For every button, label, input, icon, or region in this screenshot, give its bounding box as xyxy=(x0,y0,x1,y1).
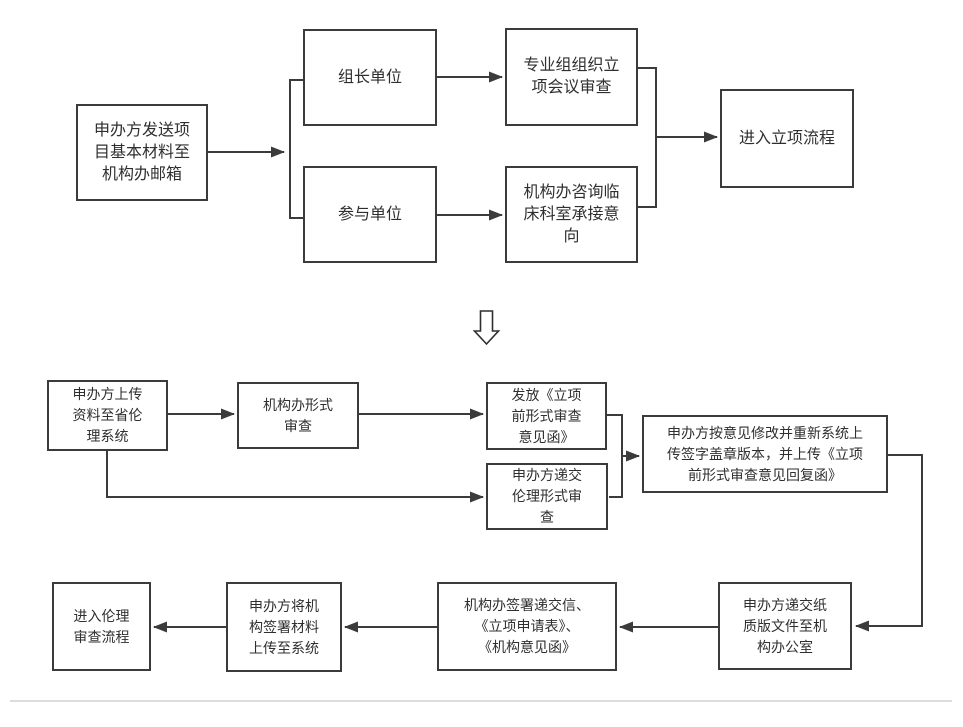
node-sponsor-submit-ethics-formal-review: 申办方递交 伦理形式审 查 xyxy=(486,463,608,530)
branch-split-line xyxy=(289,79,303,219)
node-issue-pre-initiation-review-letter: 发放《立项 前形式审查 意见函》 xyxy=(486,382,607,450)
node-sponsor-submit-paper-documents: 申办方递交纸 质版文件至机 构办公室 xyxy=(718,582,852,670)
label-line: 申办方上传 xyxy=(72,386,143,402)
arrow-upload-to-ethics-formal xyxy=(106,451,484,503)
label-line: 申办方发送项 xyxy=(93,121,190,139)
label-line: 进入伦理 xyxy=(73,607,130,624)
label-line: 查 xyxy=(540,509,554,525)
label-line: 伦理形式审 xyxy=(512,488,582,504)
label-line: 资料至省伦 xyxy=(72,407,143,423)
label-line: 参与单位 xyxy=(337,205,402,223)
node-lead-unit: 组长单位 xyxy=(303,29,437,126)
label-line: 申办方将机 xyxy=(249,597,319,614)
label-line: 《机构意见函》 xyxy=(478,639,576,655)
label-line: 构签署材料 xyxy=(249,618,319,635)
node-sponsor-send-materials: 申办方发送项 目基本材料至 机构办邮箱 xyxy=(76,104,208,201)
merge-bracket-line-2 xyxy=(607,414,623,498)
node-office-sign-submission-letter: 机构办签署递交信、 《立项申请表》、 《机构意见函》 xyxy=(437,582,617,671)
label-line: 机构办签署递交信、 xyxy=(464,597,590,613)
label-line: 前形式审查 xyxy=(511,407,582,424)
label-line: 项会议审查 xyxy=(531,79,612,96)
node-enter-initiation-process: 进入立项流程 xyxy=(720,89,854,188)
label-line: 发放《立项 xyxy=(511,386,582,403)
node-sponsor-upload-provincial-ethics: 申办方上传 资料至省伦 理系统 xyxy=(47,380,168,451)
label-line: 目基本材料至 xyxy=(93,143,190,161)
node-specialty-group-meeting-review: 专业组组织立 项会议审查 xyxy=(505,28,638,126)
label-line: 机构办咨询临 xyxy=(523,183,620,201)
label-line: 质版文件至机 xyxy=(743,617,827,634)
label-line: 构办公室 xyxy=(757,638,813,655)
label-line: 向 xyxy=(563,227,580,245)
label-line: 理系统 xyxy=(86,428,129,444)
label-line: 床科室承接意 xyxy=(523,205,620,223)
label-line: 机构办邮箱 xyxy=(101,165,182,183)
node-enter-ethics-review-process: 进入伦理 审查流程 xyxy=(52,582,151,671)
label-line: 上传至系统 xyxy=(249,639,319,656)
label-line: 审查流程 xyxy=(73,628,130,645)
node-office-formal-review: 机构办形式 审查 xyxy=(237,382,359,449)
arrow-revise-to-paper-submit xyxy=(855,454,923,632)
label-line: 传签字盖章版本，并上传《立项 xyxy=(667,445,863,462)
label-line: 申办方递交 xyxy=(512,467,582,483)
node-participant-unit: 参与单位 xyxy=(303,166,437,263)
node-office-consult-clinical-dept: 机构办咨询临 床科室承接意 向 xyxy=(505,166,638,263)
merge-bracket-line xyxy=(638,67,657,208)
label-line: 机构办形式 xyxy=(263,396,333,413)
label-line: 《立项申请表》、 xyxy=(474,618,580,634)
label-line: 专业组组织立 xyxy=(523,57,620,74)
label-line: 审查 xyxy=(284,417,312,434)
label-line: 申办方递交纸 xyxy=(743,596,827,613)
label-line: 组长单位 xyxy=(337,68,402,86)
node-sponsor-revise-and-reupload: 申办方按意见修改并重新系统上 传签字盖章版本，并上传《立项 前形式审查意见回复函… xyxy=(642,415,888,493)
down-arrow-icon xyxy=(472,310,501,346)
label-line: 进入立项流程 xyxy=(738,129,835,147)
node-sponsor-upload-signed-materials: 申办方将机 构签署材料 上传至系统 xyxy=(226,582,342,672)
label-line: 意见函》 xyxy=(518,428,575,445)
label-line: 前形式审查意见回复函》 xyxy=(688,466,842,483)
label-line: 申办方按意见修改并重新系统上 xyxy=(667,424,863,441)
